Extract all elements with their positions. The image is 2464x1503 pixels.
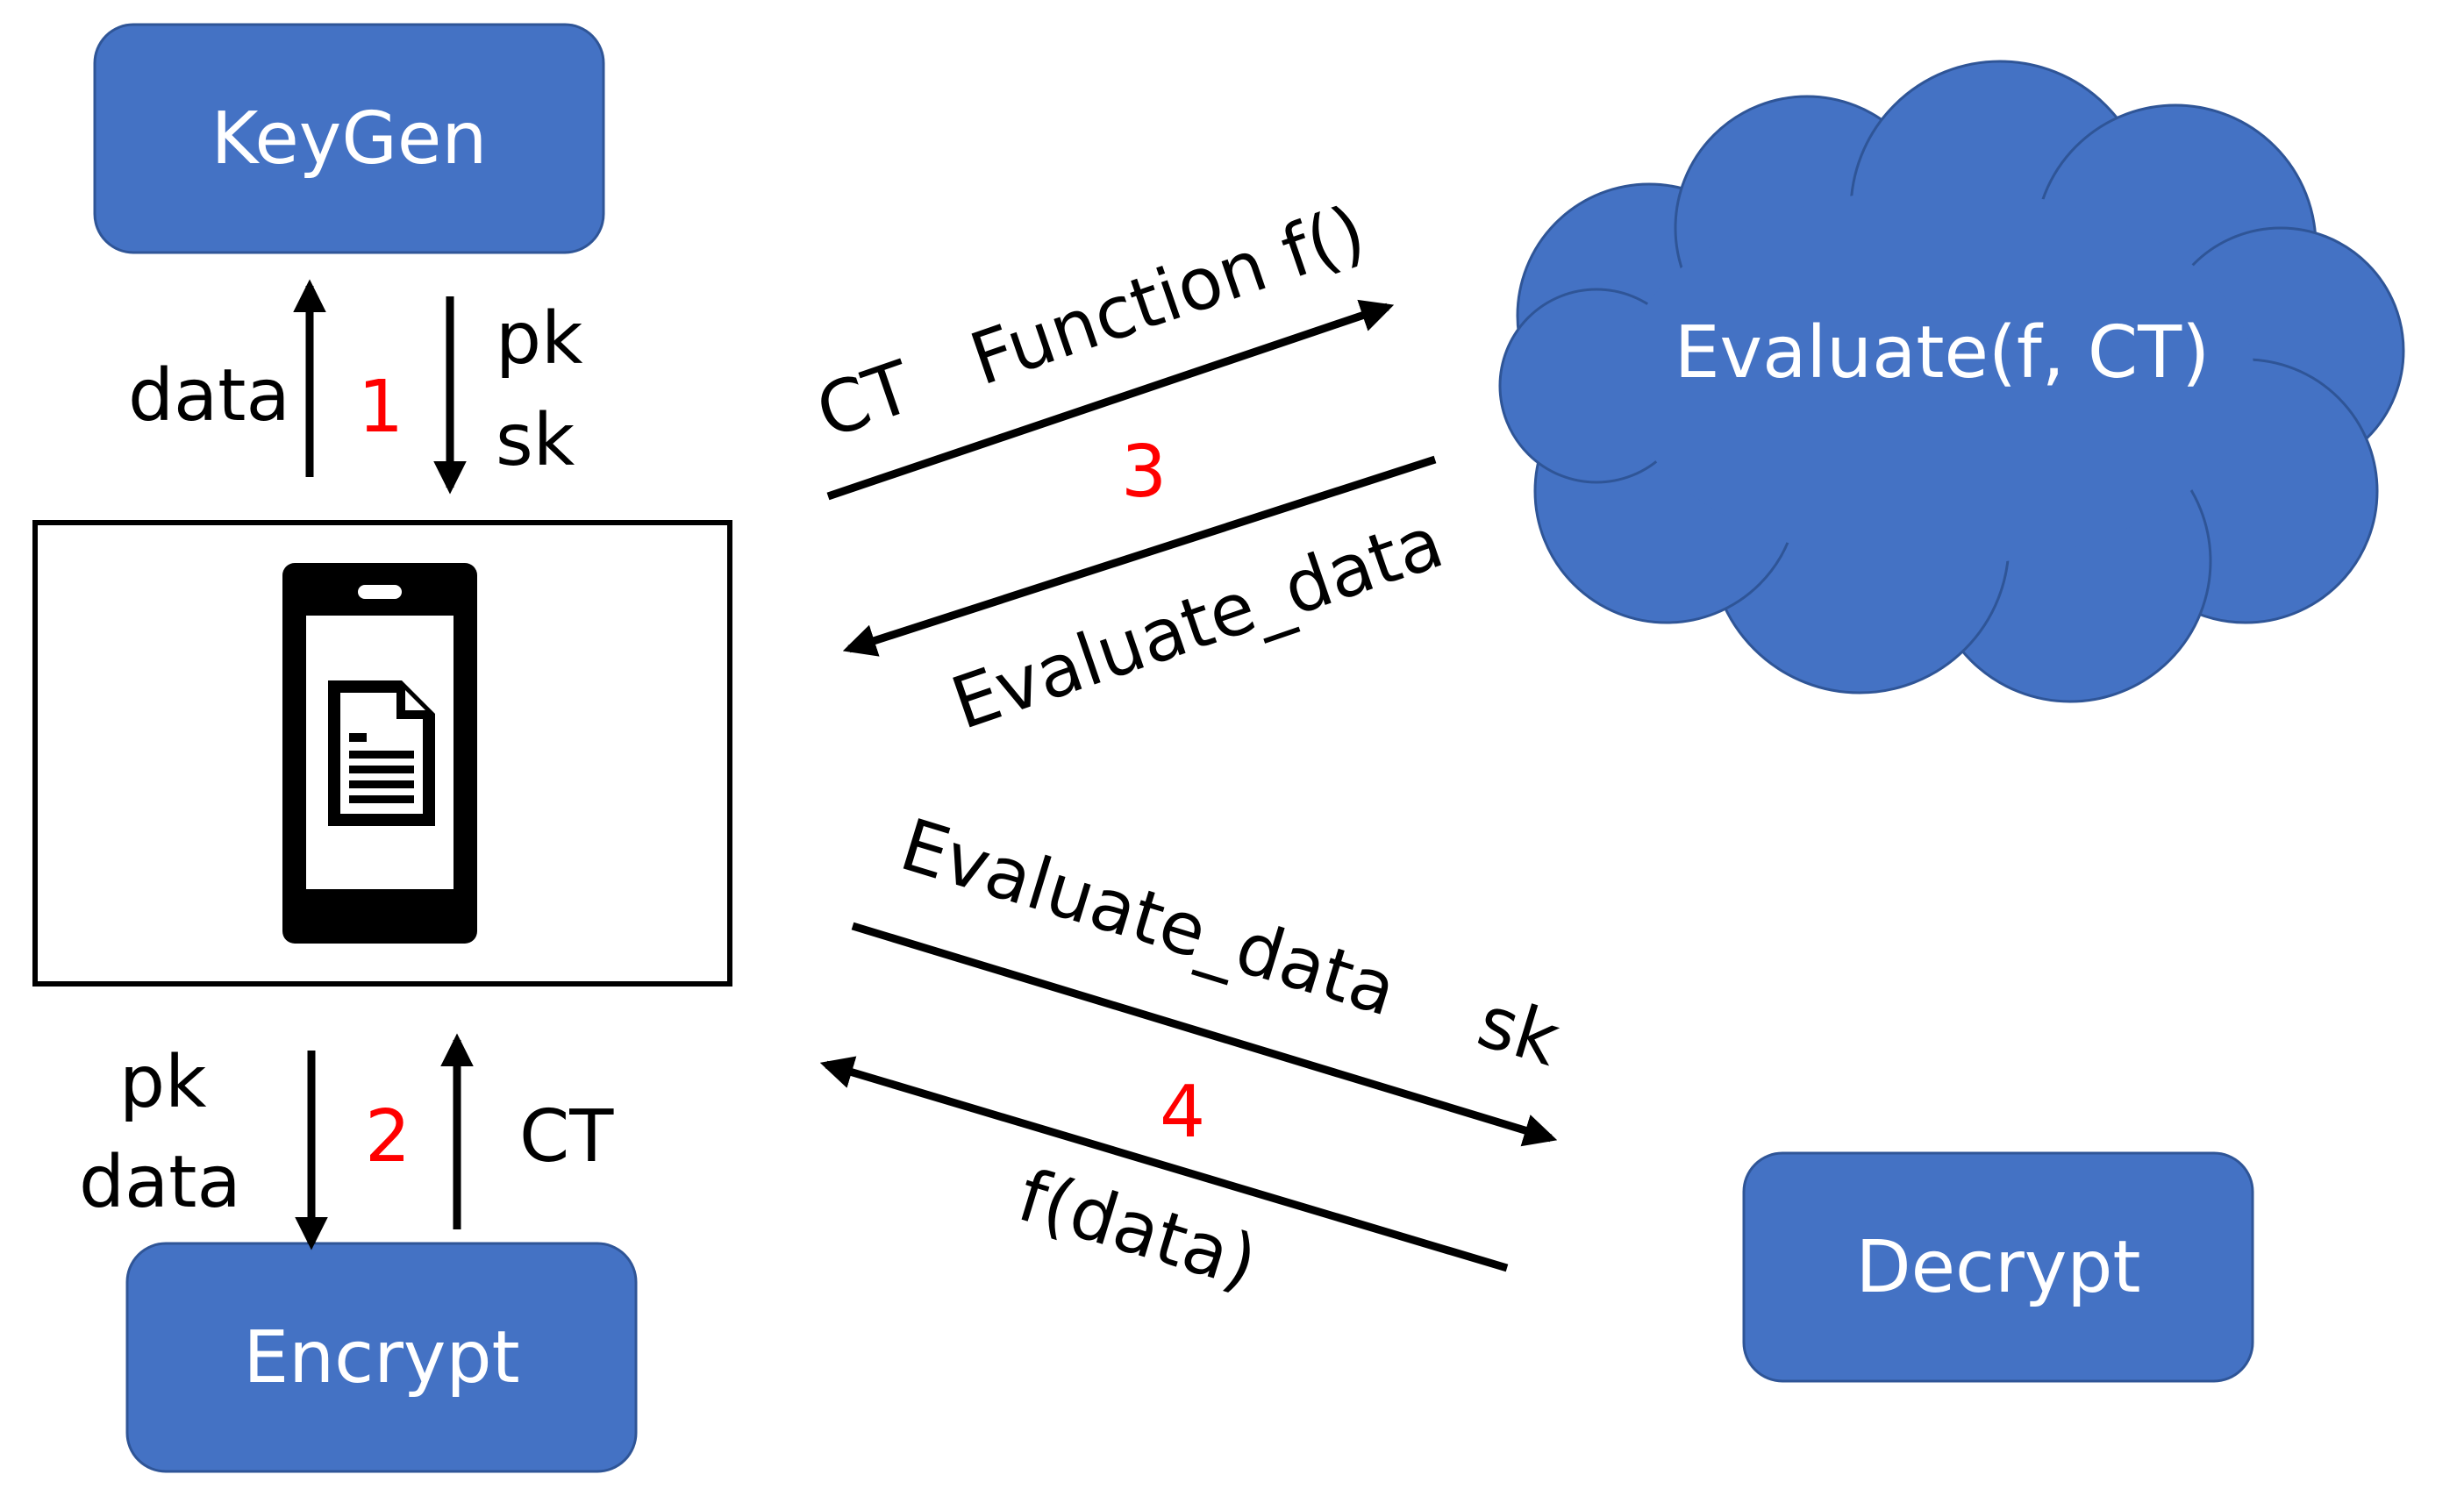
keygen-node: KeyGen: [93, 23, 605, 254]
step1-down-label-pk: pk: [496, 297, 583, 381]
step3-out-arrow: [826, 299, 1395, 501]
evaluate-cloud-node: Evaluate(f, CT): [1498, 60, 2405, 703]
keygen-label: KeyGen: [211, 97, 488, 181]
step1-up-label: data: [128, 354, 290, 438]
client-device-frame: [32, 520, 732, 987]
step1-number: 1: [358, 366, 404, 449]
smartphone-icon: [282, 563, 477, 944]
step2-arrows: pk data 2 CT: [79, 1033, 614, 1250]
step2-down-label-data: data: [79, 1141, 241, 1224]
step3-arrows: CT Function f() 3 Evaluate_data: [807, 189, 1453, 746]
step4-in-label: f(data): [1009, 1154, 1266, 1305]
step4-number: 4: [1160, 1071, 1205, 1154]
encrypt-node: Encrypt: [125, 1242, 638, 1473]
step2-up-label: CT: [519, 1095, 614, 1179]
step2-number: 2: [365, 1095, 411, 1179]
step4-arrows: Evaluate_data sk 4 f(data): [819, 803, 1569, 1305]
decrypt-node: Decrypt: [1742, 1151, 2254, 1383]
step1-down-label-sk: sk: [496, 399, 575, 482]
decrypt-label: Decrypt: [1855, 1226, 2140, 1309]
step3-number: 3: [1121, 431, 1167, 514]
step4-in-arrow: [819, 1056, 1509, 1272]
encrypt-label: Encrypt: [243, 1316, 519, 1400]
step3-in-arrow: [842, 455, 1437, 657]
evaluate-label: Evaluate(f, CT): [1675, 311, 2210, 395]
document-icon: [328, 680, 435, 826]
step1-arrows: data 1 pk sk: [128, 279, 583, 495]
step2-down-label-pk: pk: [119, 1041, 207, 1124]
step3-out-label: CT Function f(): [807, 189, 1376, 455]
step4-out-arrow: [851, 922, 1558, 1147]
